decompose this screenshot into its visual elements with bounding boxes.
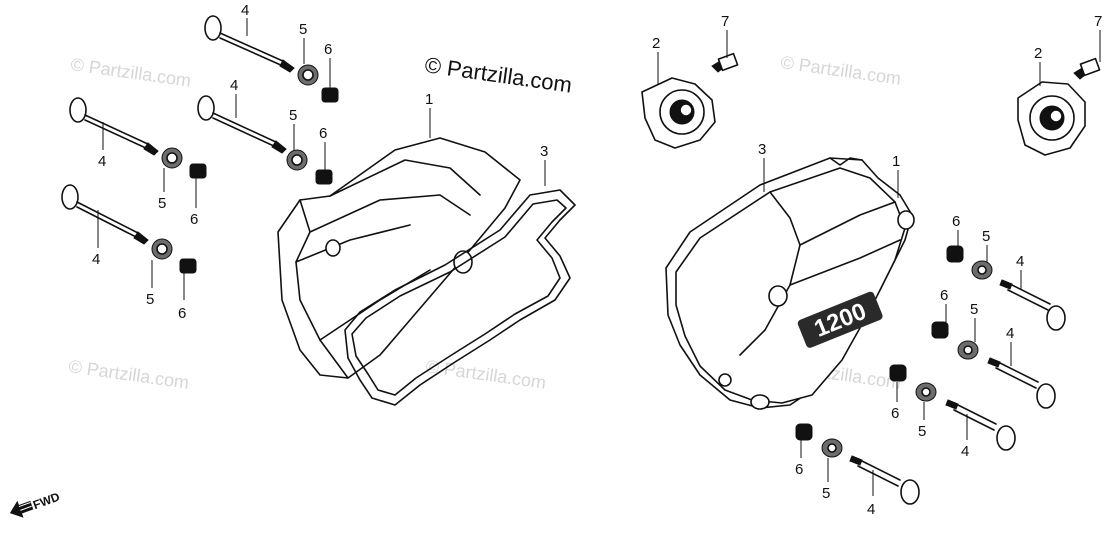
callout-valve-cover: 1 xyxy=(892,153,900,170)
screw-left xyxy=(711,52,739,73)
callout-bolt: 4 xyxy=(961,443,969,460)
right-hardware xyxy=(795,245,1066,505)
left-valve-cover xyxy=(277,137,521,379)
callout-plug-cap: 2 xyxy=(1034,45,1042,62)
callout-nut: 6 xyxy=(795,461,803,478)
copyright-text: © Partzilla.com xyxy=(423,52,573,97)
callout-washer: 5 xyxy=(158,195,166,212)
callout-bolt: 4 xyxy=(230,77,238,94)
callout-bolt: 4 xyxy=(1016,253,1024,270)
callout-washer: 5 xyxy=(918,423,926,440)
callout-bolt: 4 xyxy=(241,2,249,19)
watermark-4: © Partzilla.com xyxy=(424,356,547,393)
callout-plug-cap: 2 xyxy=(652,35,660,52)
callout-washer: 5 xyxy=(299,21,307,38)
fwd-indicator: FWD xyxy=(9,490,62,518)
callout-nut: 6 xyxy=(952,213,960,230)
callout-washer: 5 xyxy=(289,107,297,124)
left-gasket xyxy=(344,189,576,406)
callout-valve-cover: 1 xyxy=(425,91,433,108)
callout-nut: 6 xyxy=(178,305,186,322)
callout-nut: 6 xyxy=(940,287,948,304)
callout-washer: 5 xyxy=(822,485,830,502)
bolt-l3 xyxy=(197,95,287,154)
bolt-l4 xyxy=(61,184,149,245)
plug-cap-right xyxy=(1017,81,1086,156)
callout-washer: 5 xyxy=(146,291,154,308)
callout-screw: 7 xyxy=(721,13,729,30)
leader-lines xyxy=(97,18,1101,496)
callout-nut: 6 xyxy=(324,41,332,58)
fwd-label: FWD xyxy=(31,490,62,513)
callout-screw: 7 xyxy=(1094,13,1102,30)
watermark-2: © Partzilla.com xyxy=(779,52,902,89)
callout-washer: 5 xyxy=(982,228,990,245)
left-hardware xyxy=(61,15,339,274)
plug-cap-left xyxy=(641,77,716,149)
bolt-l2 xyxy=(69,97,159,156)
watermark-3: © Partzilla.com xyxy=(67,356,190,393)
callout-gasket: 3 xyxy=(758,141,766,158)
callout-nut: 6 xyxy=(190,211,198,228)
callout-bolt: 4 xyxy=(867,501,875,518)
callout-bolt: 4 xyxy=(1006,325,1014,342)
right-valve-cover: 1200 xyxy=(665,157,915,410)
watermark-1: © Partzilla.com xyxy=(69,54,192,91)
bolt-r4 xyxy=(849,455,920,505)
bolt-r3 xyxy=(945,399,1016,451)
callout-gasket: 3 xyxy=(540,143,548,160)
bolt-l1 xyxy=(204,15,295,73)
bolt-r2 xyxy=(987,357,1056,409)
callout-bolt: 4 xyxy=(98,153,106,170)
callout-nut: 6 xyxy=(319,125,327,142)
callout-bolt: 4 xyxy=(92,251,100,268)
screw-right xyxy=(1073,57,1101,80)
callout-nut: 6 xyxy=(891,405,899,422)
bolt-r1 xyxy=(999,279,1066,331)
fwd-arrow-icon xyxy=(9,500,34,518)
callouts: 4 5 6 4 5 6 4 5 6 4 5 6 1 3 2 7 2 7 3 1 … xyxy=(92,2,1102,518)
callout-washer: 5 xyxy=(970,301,978,318)
